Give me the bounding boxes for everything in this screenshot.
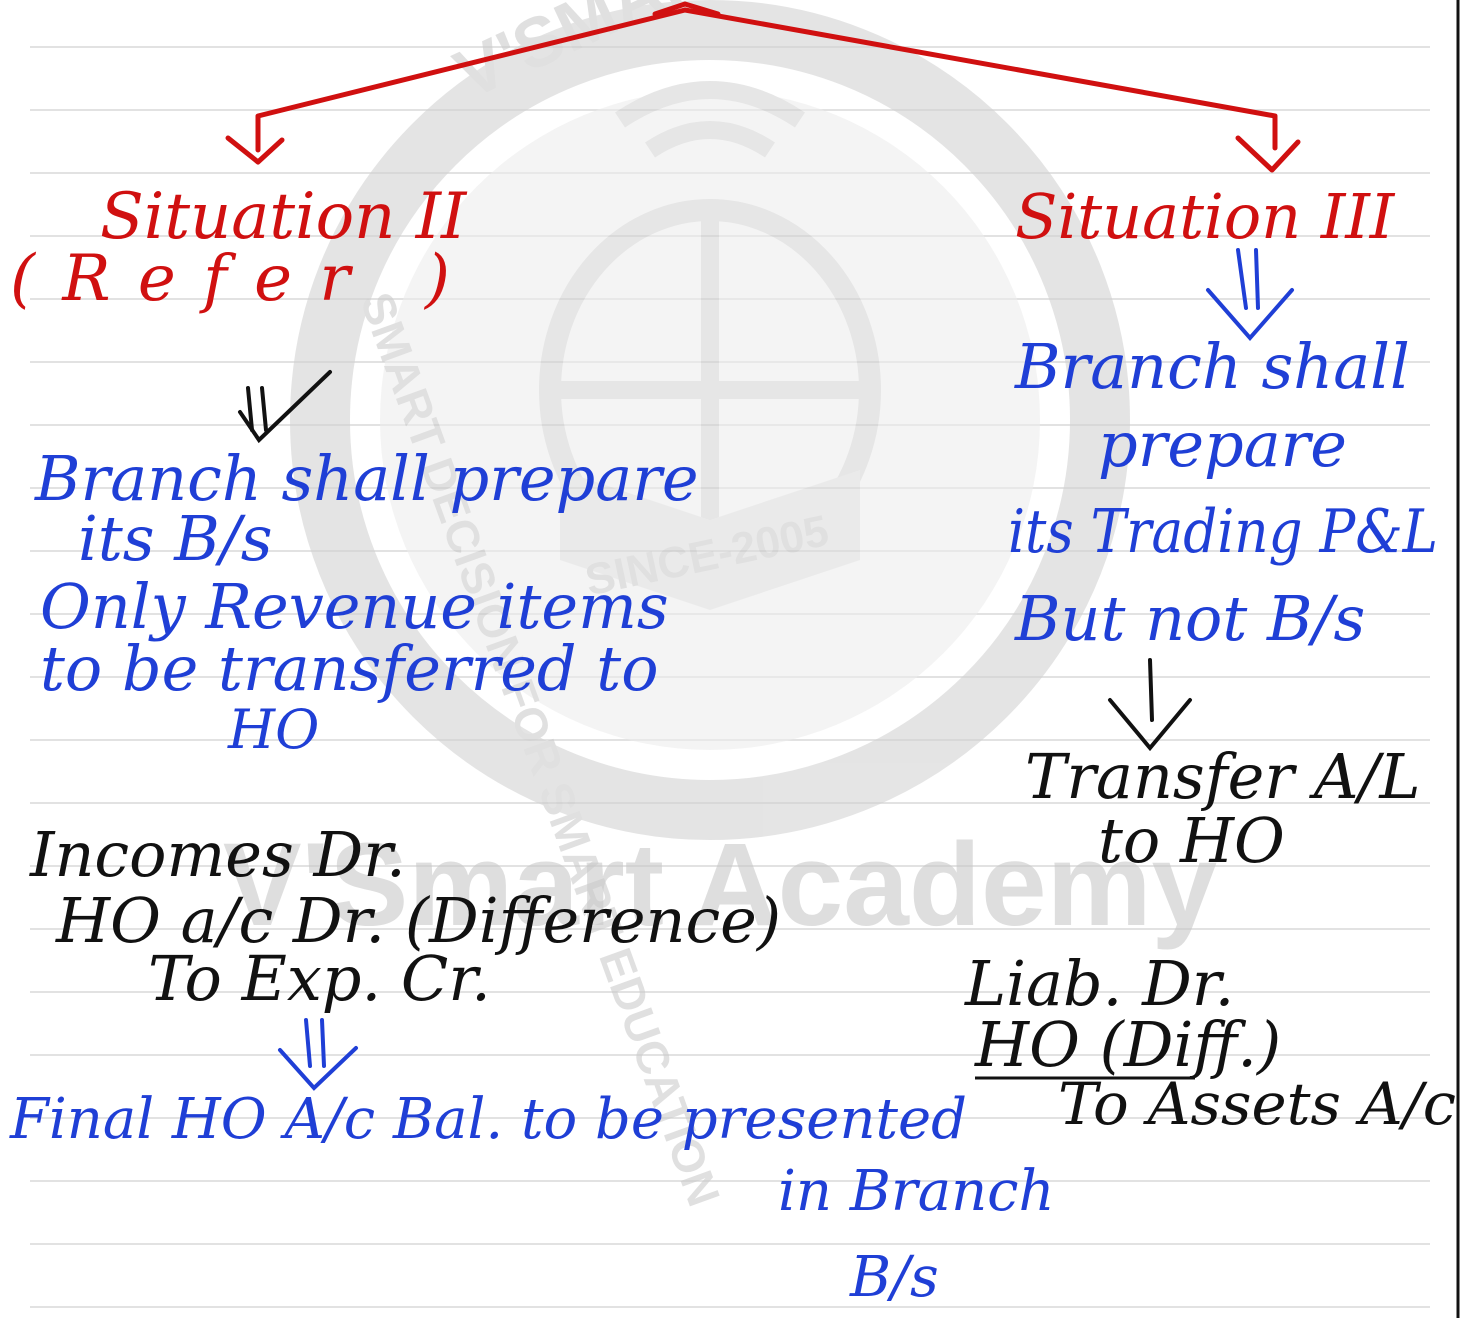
situation-ii-heading: Situation II [100,180,468,254]
watermark-brand: V'Smart Academy [223,819,1217,951]
left-final-2: in Branch [778,1159,1055,1224]
right-line-1: Branch shall [1014,330,1410,403]
right-line-6: to HO [1098,804,1285,877]
right-line-5: Transfer A/L [1025,740,1421,813]
left-entry-3: To Exp. Cr. [148,942,491,1015]
right-entry-1: Liab. Dr. [964,947,1234,1020]
left-line-1: Branch shall prepare [34,442,699,515]
left-line-5: HO [227,698,319,761]
left-entry-1: Incomes Dr. [29,818,406,891]
tree-connector [225,1,1301,173]
left-line-3: Only Revenue items [40,570,669,643]
right-line-4: But not B/s [1014,582,1365,655]
right-entry-2: HO (Diff.) [974,1008,1281,1081]
right-line-3: its Trading P&L [1008,497,1438,567]
left-line-2: its B/s [78,502,273,575]
left-final-1: Final HO A/c Bal. to be presented [9,1087,967,1152]
down-arrow-left-1 [238,370,332,444]
situation-iii-heading: Situation III [1015,180,1396,253]
down-arrow-left-2 [278,1018,358,1091]
right-line-2: prepare [1098,408,1347,481]
left-entry-2: HO a/c Dr. (Difference) [55,884,781,957]
left-final-3: B/s [849,1245,939,1310]
down-arrow-right-1 [1206,248,1294,342]
left-line-4: to be transferred to [40,632,659,705]
right-entry-3: To Assets A/c [1058,1070,1456,1138]
down-arrow-right-2 [1108,658,1192,752]
